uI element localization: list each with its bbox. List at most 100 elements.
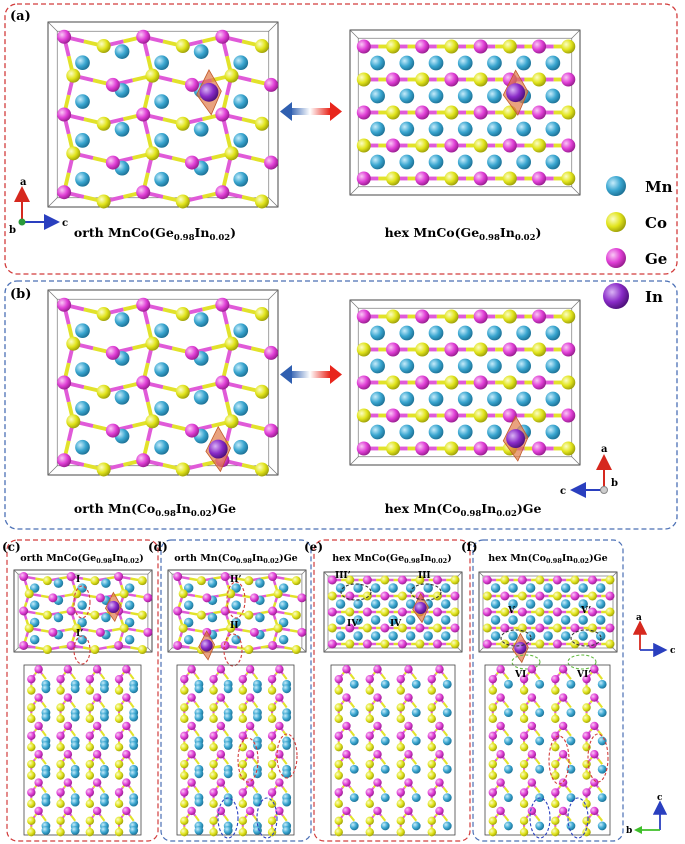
atom-ge bbox=[245, 693, 255, 702]
atom-ge bbox=[327, 607, 337, 617]
atom-co bbox=[175, 384, 190, 399]
atom-ge bbox=[502, 342, 517, 357]
atom-mn bbox=[231, 583, 241, 593]
atom-ge bbox=[365, 674, 374, 684]
atom-mn bbox=[504, 821, 513, 831]
bond bbox=[252, 701, 259, 709]
atom-co bbox=[27, 827, 36, 837]
atom-mn bbox=[411, 736, 421, 746]
atom-mn bbox=[597, 679, 607, 689]
atom-co bbox=[365, 742, 374, 752]
atom-co bbox=[114, 714, 124, 724]
atom-ge bbox=[63, 721, 73, 731]
bond bbox=[282, 730, 288, 737]
atom-ge bbox=[268, 640, 278, 650]
atom-ge bbox=[404, 778, 413, 787]
bond bbox=[70, 701, 77, 709]
atom-co bbox=[85, 759, 95, 769]
atom-co bbox=[327, 591, 337, 601]
atom-co bbox=[396, 759, 405, 769]
atom-mn bbox=[370, 88, 385, 104]
atom-ge bbox=[496, 806, 505, 816]
atom-ge bbox=[373, 750, 382, 759]
atom-mn bbox=[100, 684, 109, 694]
atom-mn bbox=[578, 599, 588, 609]
legend-label-in: In bbox=[645, 288, 663, 306]
bond bbox=[442, 673, 449, 680]
atom-co bbox=[180, 686, 189, 695]
atom-ge bbox=[482, 639, 492, 649]
unit-cell-front bbox=[47, 21, 279, 208]
atom-ge bbox=[435, 665, 444, 674]
atom-mn bbox=[75, 323, 90, 339]
atom-mn bbox=[223, 712, 233, 722]
atom-co bbox=[551, 771, 560, 780]
atom-mn bbox=[41, 826, 51, 835]
bond bbox=[380, 815, 387, 822]
atom-ge bbox=[473, 309, 488, 324]
site-ellipse-red bbox=[276, 733, 298, 779]
atom-ge bbox=[473, 39, 488, 54]
unit-cell bbox=[484, 664, 611, 836]
atom-ge bbox=[238, 674, 248, 684]
atom-ge bbox=[216, 665, 226, 674]
atom-in bbox=[199, 82, 219, 102]
atom-ge bbox=[582, 674, 591, 684]
atom-mn bbox=[154, 55, 169, 71]
atom-mn bbox=[545, 358, 561, 374]
atom-ge bbox=[187, 806, 196, 816]
atom-mn bbox=[428, 154, 444, 170]
atom-co bbox=[42, 576, 52, 586]
atom-ge bbox=[380, 591, 390, 601]
atom-ge bbox=[245, 721, 255, 731]
atom-ge bbox=[114, 674, 124, 684]
atom-ge bbox=[500, 623, 510, 633]
atom-co bbox=[180, 714, 189, 724]
atom-mn bbox=[253, 684, 262, 694]
atom-co bbox=[72, 623, 82, 633]
bond bbox=[70, 786, 77, 794]
bond bbox=[223, 758, 230, 765]
atom-ge bbox=[34, 806, 43, 816]
atom-mn bbox=[154, 94, 169, 109]
atom-co bbox=[66, 414, 81, 429]
atom-ge bbox=[34, 665, 43, 674]
atom-mn bbox=[487, 88, 502, 104]
atom-ge bbox=[519, 788, 529, 797]
atom-in bbox=[514, 641, 527, 655]
atom-co bbox=[502, 375, 517, 390]
atom-ge bbox=[245, 750, 255, 759]
atom-ge bbox=[532, 441, 547, 456]
atom-co bbox=[356, 72, 371, 87]
atom-mn bbox=[353, 615, 363, 625]
atom-co bbox=[502, 309, 517, 324]
bond bbox=[282, 758, 288, 765]
atom-co bbox=[224, 68, 239, 83]
atom-ge bbox=[184, 423, 199, 438]
structure-orth-b bbox=[47, 289, 279, 477]
bond bbox=[503, 815, 510, 822]
atom-ge bbox=[173, 606, 183, 616]
atom-mn bbox=[380, 736, 390, 746]
atom-mn bbox=[516, 391, 532, 407]
atom-ge bbox=[342, 693, 351, 702]
atom-mn bbox=[535, 821, 545, 831]
atom-ge bbox=[496, 665, 505, 674]
atom-mn bbox=[75, 171, 90, 187]
atom-co bbox=[345, 607, 355, 617]
atom-ge bbox=[264, 423, 279, 438]
atom-mn bbox=[560, 599, 571, 609]
atom-ge bbox=[527, 750, 537, 759]
bond bbox=[282, 673, 288, 680]
atom-co bbox=[244, 576, 254, 586]
atom-ge bbox=[215, 375, 230, 390]
bond bbox=[349, 673, 356, 680]
atom-ge bbox=[34, 721, 43, 731]
atom-co bbox=[273, 589, 283, 599]
caption-b-left: orth Mn(Co0.98In0.02)Ge bbox=[74, 501, 236, 519]
atom-ge bbox=[373, 721, 382, 731]
atom-co bbox=[561, 441, 576, 456]
atom-co bbox=[209, 816, 218, 826]
site-ellipse-III-prime bbox=[340, 583, 372, 601]
bond bbox=[349, 730, 356, 737]
